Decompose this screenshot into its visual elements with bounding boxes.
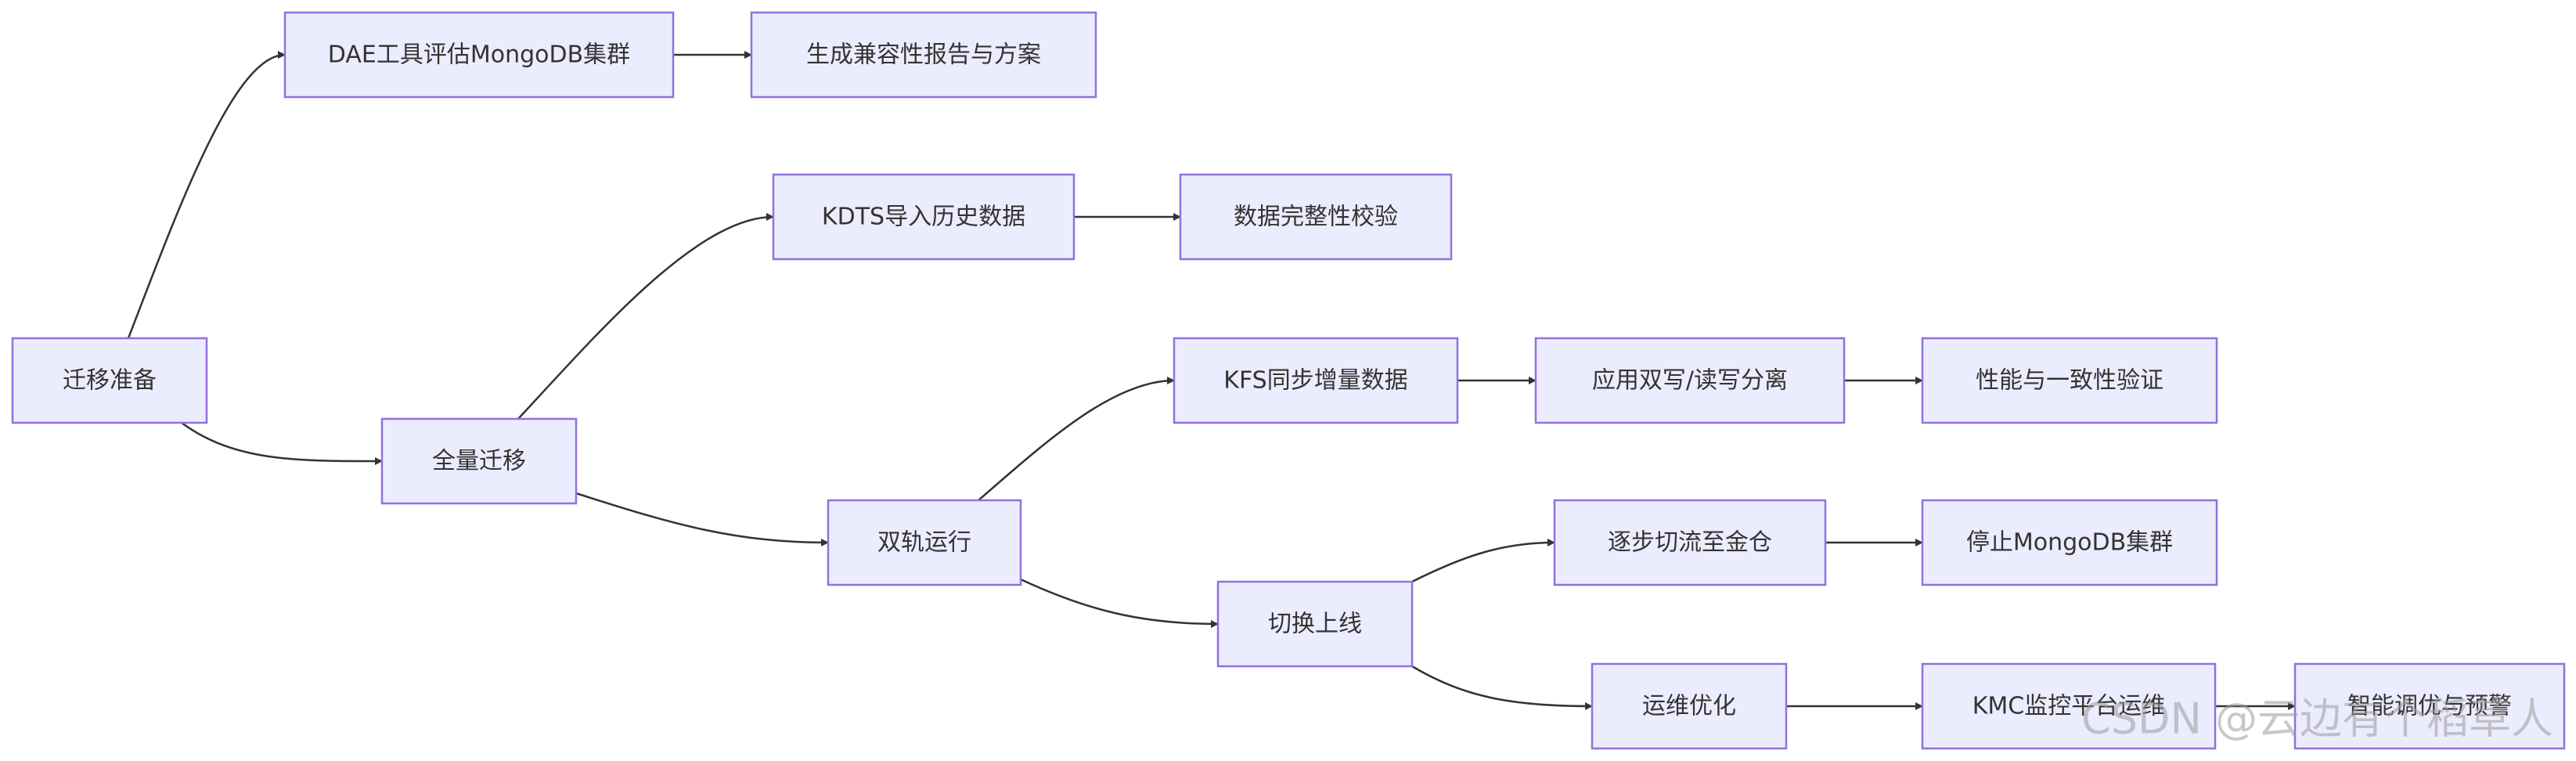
node-box-dual (827, 499, 1022, 586)
node-label-full: 全量迁移 (432, 448, 526, 475)
node-label-verify: 数据完整性校验 (1234, 204, 1398, 231)
node-kfs: KFS同步增量数据 (1173, 337, 1459, 424)
node-box-dae (283, 11, 675, 99)
edge-switch-to-ops (1411, 665, 1593, 710)
node-label-stop: 停止MongoDB集群 (1966, 529, 2173, 557)
node-dae: DAE工具评估MongoDB集群 (283, 11, 675, 99)
edge-prep-to-full (181, 421, 383, 466)
node-box-stop (1921, 499, 2218, 586)
node-switch: 切换上线 (1216, 580, 1414, 668)
node-label-tune: 智能调优与预警 (2347, 693, 2512, 720)
node-dual: 双轨运行 (827, 499, 1022, 586)
node-tune: 智能调优与预警 (2293, 662, 2566, 750)
node-kdts: KDTS导入历史数据 (772, 173, 1075, 261)
node-full: 全量迁移 (380, 417, 578, 505)
node-rw: 应用双写/读写分离 (1534, 337, 1846, 424)
node-box-gradual (1553, 499, 1827, 586)
node-box-prep (11, 337, 208, 424)
node-verify: 数据完整性校验 (1179, 173, 1453, 261)
node-label-kfs: KFS同步增量数据 (1223, 367, 1407, 395)
node-box-kdts (772, 173, 1075, 261)
node-box-full (380, 417, 578, 505)
edges-layer (127, 51, 2296, 710)
edge-full-to-dual (575, 492, 829, 546)
node-box-switch (1216, 580, 1414, 668)
node-perf: 性能与一致性验证 (1921, 337, 2218, 424)
watermark-text: CSDN @云边有个稻草人 (2081, 694, 2553, 744)
node-box-tune (2293, 662, 2566, 750)
node-box-kmc (1921, 662, 2217, 750)
node-label-switch: 切换上线 (1268, 611, 1362, 638)
edge-prep-to-dae (127, 51, 286, 339)
node-box-verify (1179, 173, 1453, 261)
node-label-report: 生成兼容性报告与方案 (806, 41, 1041, 69)
node-label-kdts: KDTS导入历史数据 (822, 204, 1025, 231)
node-box-report (750, 11, 1097, 99)
node-label-gradual: 逐步切流至金仓 (1608, 529, 1772, 557)
node-label-kmc: KMC监控平台运维 (1973, 693, 2166, 720)
edge-dual-to-kfs (978, 377, 1175, 501)
edge-dual-to-switch (1020, 578, 1219, 628)
node-label-prep: 迁移准备 (63, 367, 157, 395)
node-prep: 迁移准备 (11, 337, 208, 424)
edge-full-to-kdts (517, 213, 774, 420)
node-ops: 运维优化 (1591, 662, 1788, 750)
node-stop: 停止MongoDB集群 (1921, 499, 2218, 586)
node-gradual: 逐步切流至金仓 (1553, 499, 1827, 586)
node-box-rw (1534, 337, 1846, 424)
edge-switch-to-gradual (1411, 539, 1555, 583)
node-kmc: KMC监控平台运维 (1921, 662, 2217, 750)
node-label-ops: 运维优化 (1642, 693, 1736, 720)
node-label-dual: 双轨运行 (877, 529, 971, 557)
node-report: 生成兼容性报告与方案 (750, 11, 1097, 99)
node-label-dae: DAE工具评估MongoDB集群 (328, 41, 630, 69)
node-label-rw: 应用双写/读写分离 (1592, 367, 1788, 395)
node-label-perf: 性能与一致性验证 (1976, 367, 2163, 395)
node-box-ops (1591, 662, 1788, 750)
node-box-perf (1921, 337, 2218, 424)
node-box-kfs (1173, 337, 1459, 424)
